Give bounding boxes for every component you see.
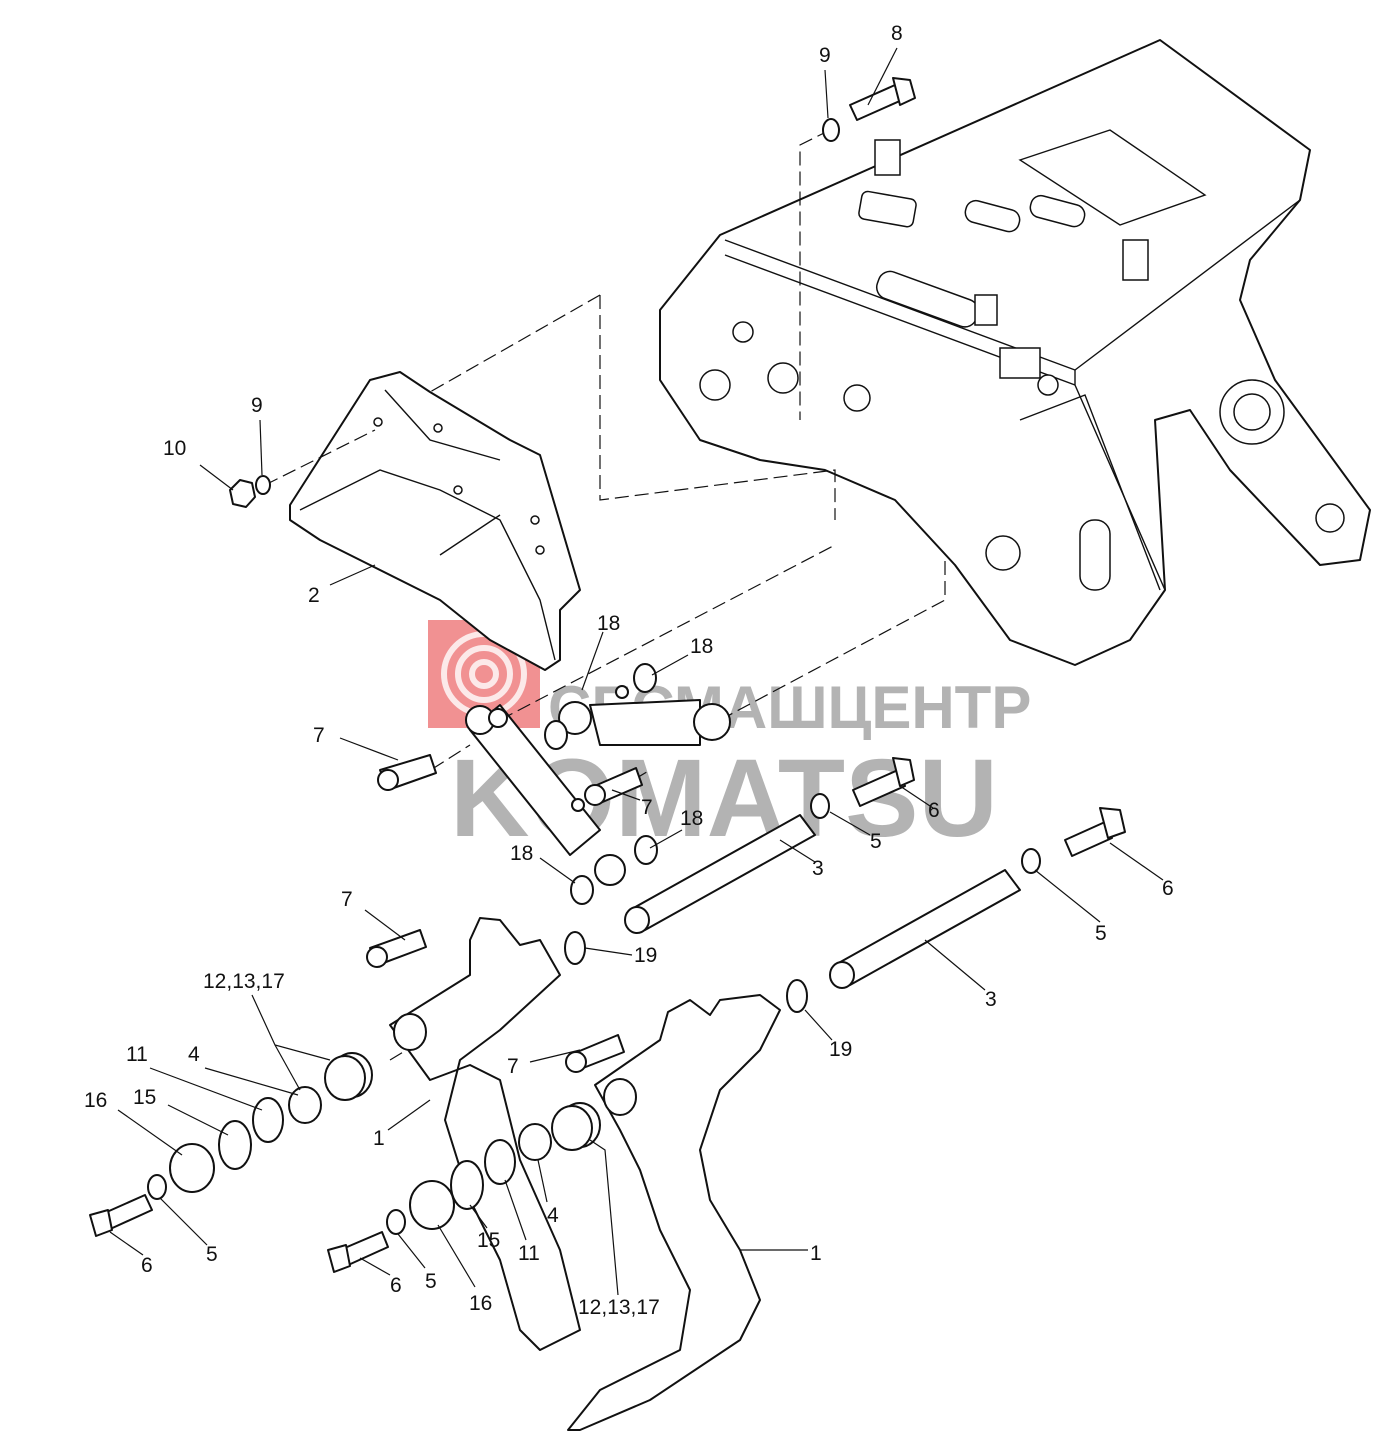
main-frame [659, 39, 1371, 666]
pins-7 [366, 754, 643, 1073]
label-19-a: 19 [634, 944, 657, 967]
label-16-b: 16 [469, 1292, 492, 1315]
label-15-b: 15 [477, 1229, 500, 1252]
cylinder-right [558, 685, 731, 746]
slotted-nuts-16 [169, 1143, 455, 1230]
label-6-a: 6 [928, 799, 940, 822]
label-5-c: 5 [206, 1243, 218, 1266]
label-7-a: 7 [313, 724, 325, 747]
label-6-d: 6 [390, 1274, 402, 1297]
label-6-c: 6 [141, 1254, 153, 1277]
bushings-4 [288, 1086, 552, 1161]
washers-18 [544, 663, 658, 905]
label-8: 8 [891, 22, 903, 45]
label-3-a: 3 [812, 857, 824, 880]
label-11-b: 11 [518, 1242, 540, 1265]
label-11-a: 11 [126, 1043, 148, 1066]
label-5-b: 5 [1095, 922, 1107, 945]
label-12-13-17-b: 12,13,17 [578, 1296, 660, 1319]
label-1-a: 1 [373, 1127, 385, 1150]
cylinder-left [465, 704, 626, 886]
callout-labels: 9 8 9 10 2 18 18 7 7 6 5 18 18 3 6 5 3 7… [84, 22, 1174, 1319]
label-5-d: 5 [425, 1270, 437, 1293]
label-2: 2 [308, 584, 320, 607]
label-5-a: 5 [870, 830, 882, 853]
label-18-c: 18 [680, 807, 703, 830]
label-4-b: 4 [547, 1204, 559, 1227]
label-16-a: 16 [84, 1089, 107, 1112]
label-7-b: 7 [641, 796, 653, 819]
lock-washers-15 [218, 1120, 484, 1210]
label-18-a: 18 [597, 612, 620, 635]
pedal-left [389, 917, 581, 1351]
label-9-left: 9 [251, 394, 263, 417]
shafts-3 [624, 814, 1021, 989]
label-7-d: 7 [507, 1055, 519, 1078]
label-7-c: 7 [341, 888, 353, 911]
label-18-d: 18 [510, 842, 533, 865]
springs-12-13-17 [324, 1052, 601, 1151]
label-6-b: 6 [1162, 877, 1174, 900]
washers-and-nut [147, 118, 1041, 1235]
label-12-13-17-a: 12,13,17 [203, 970, 285, 993]
label-4-a: 4 [188, 1043, 200, 1066]
label-9-top: 9 [819, 44, 831, 67]
label-1-b: 1 [810, 1242, 822, 1265]
label-18-b: 18 [690, 635, 713, 658]
floor-bracket [289, 371, 581, 671]
o-rings-19 [564, 931, 808, 1013]
label-3-b: 3 [985, 988, 997, 1011]
label-15-a: 15 [133, 1086, 156, 1109]
assembly-lines [264, 129, 946, 1096]
label-19-b: 19 [829, 1038, 852, 1061]
label-10: 10 [163, 437, 186, 460]
bolts [89, 77, 1126, 1273]
leader-lines [109, 47, 1164, 1296]
